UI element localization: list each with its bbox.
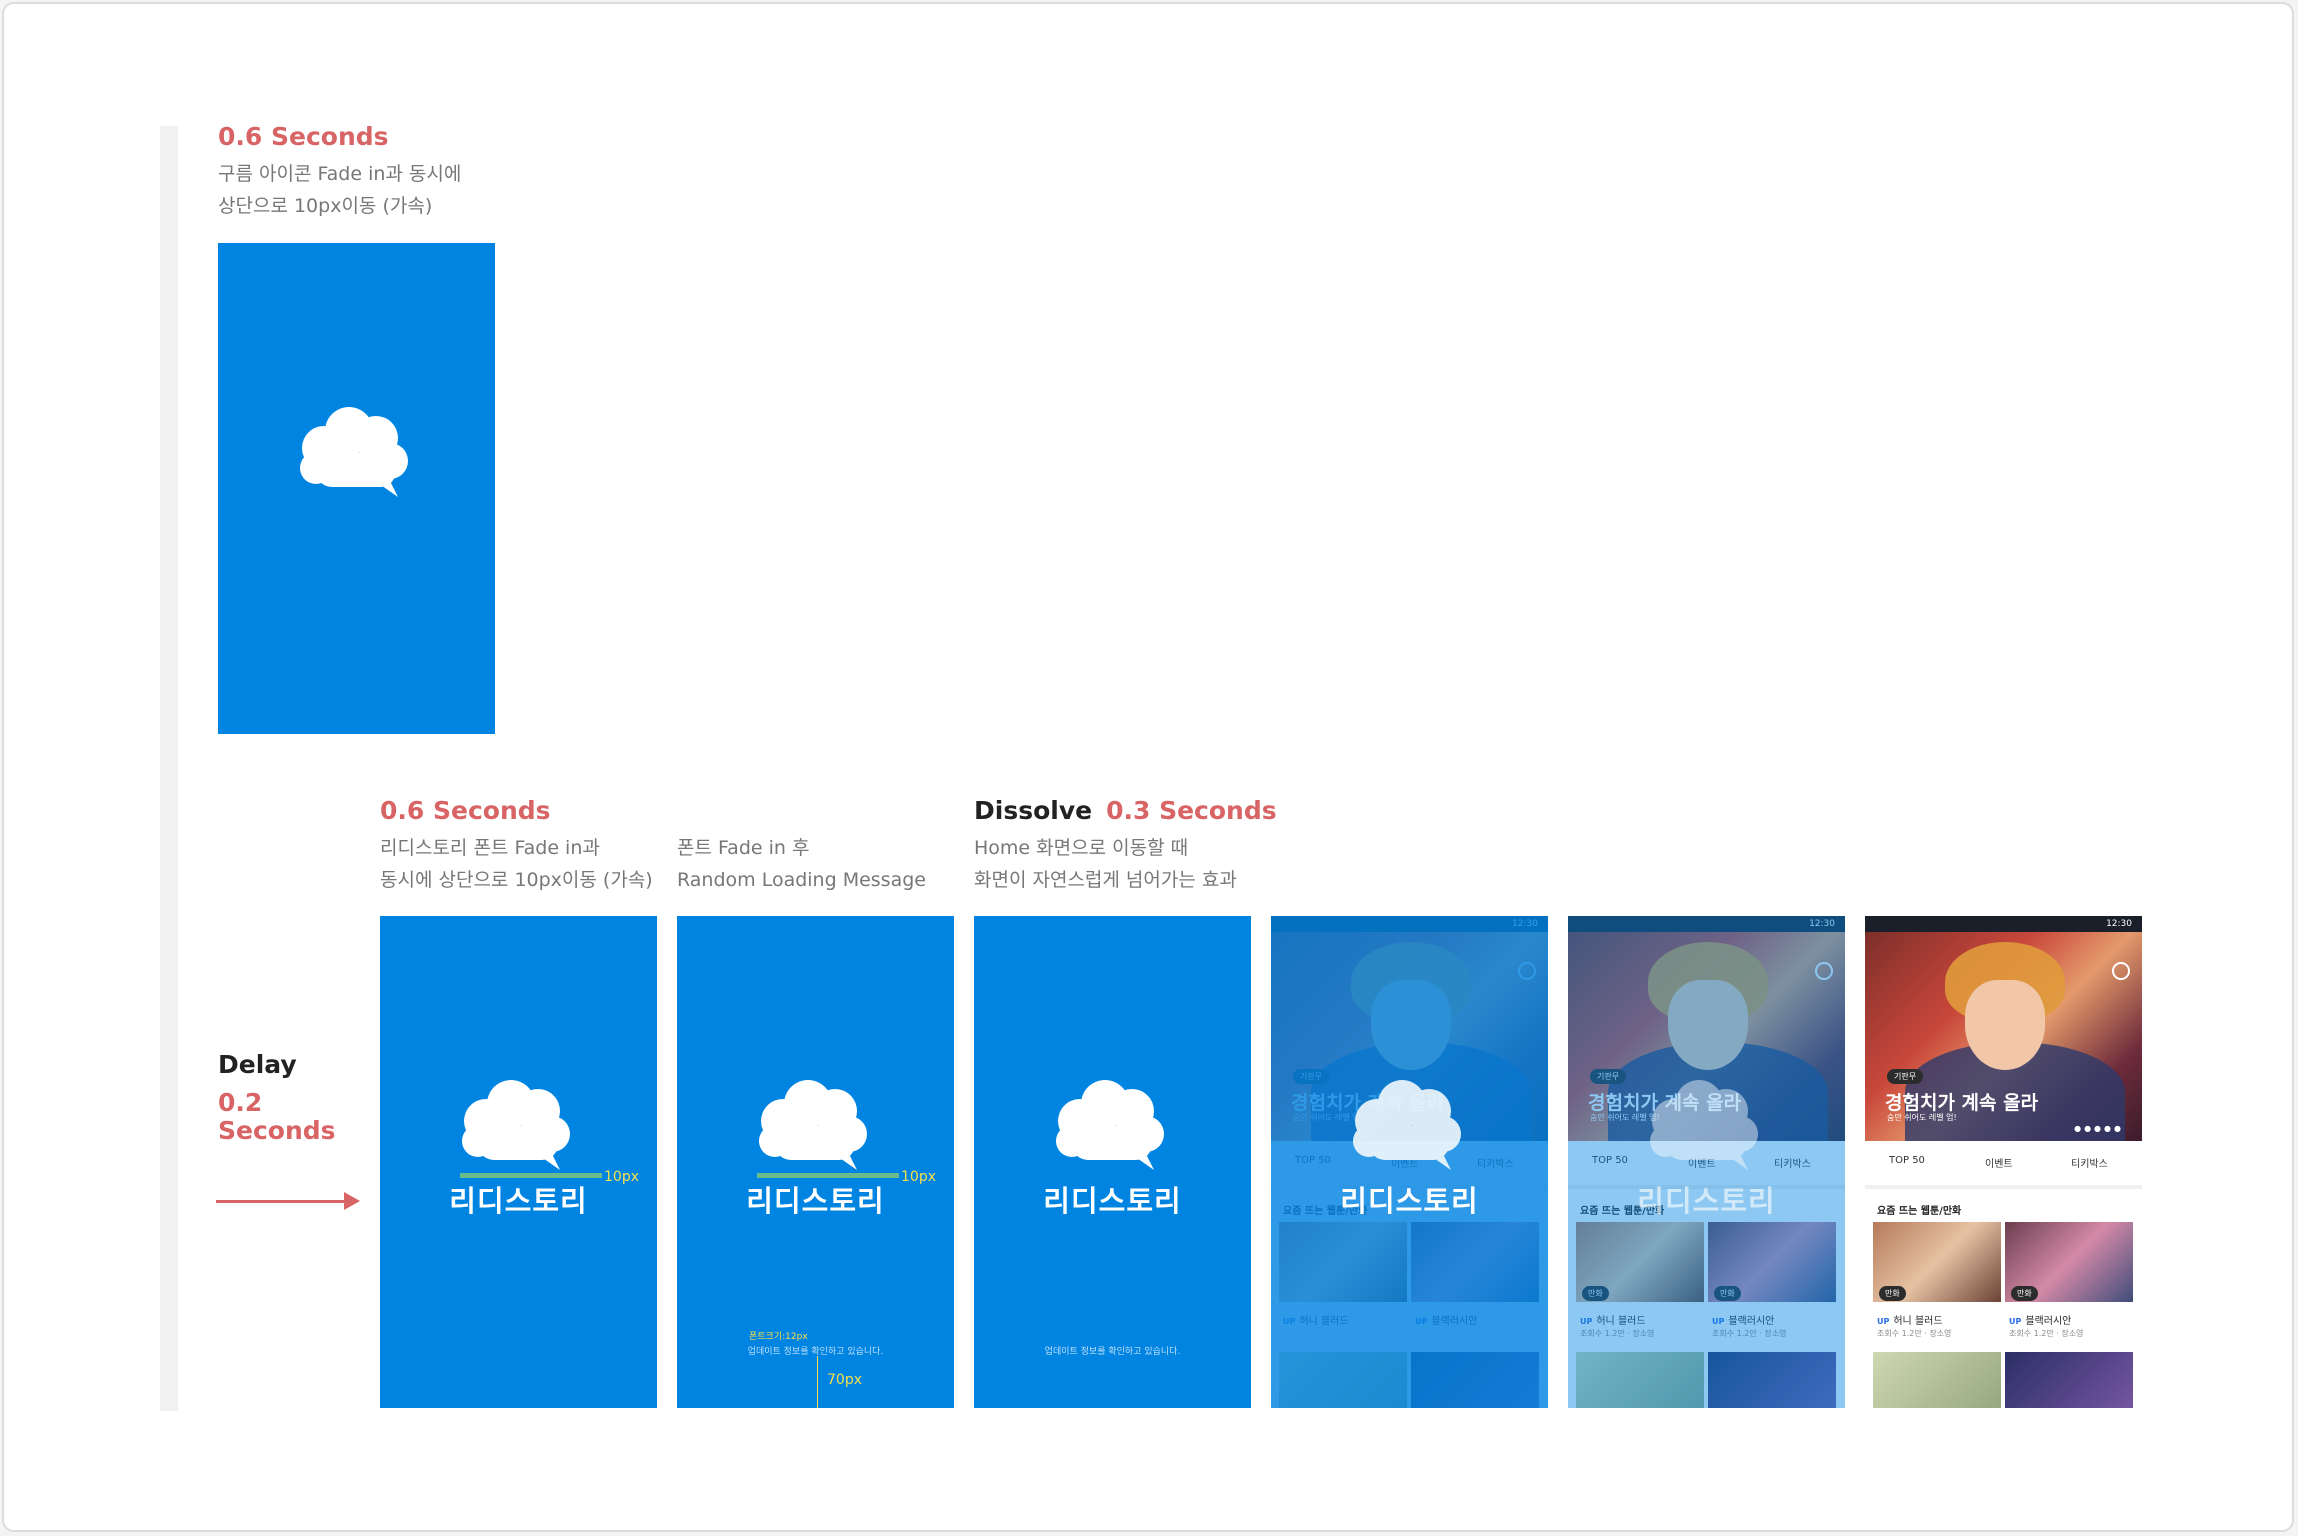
delay-value: 0.2	[218, 1088, 263, 1117]
offset-guide-line	[757, 1173, 899, 1178]
hero-banner: 기판무 경험치가 계속 올라 숨만 쉬어도 레벨 업!	[1568, 932, 1845, 1142]
status-bar: 12:30	[1568, 916, 1845, 932]
comic-meta: 조회수 1.2만 · 장소영	[1877, 1329, 1952, 1338]
splash-screen-logo: 10px 리디스토리	[380, 916, 657, 1408]
splash-screen-cloud	[218, 243, 495, 734]
banner-badge: 기판무	[1887, 1069, 1924, 1084]
banner-subline: 숨만 쉬어도 레벨 업!	[1887, 1113, 1957, 1122]
splash-screen-loading: 10px 리디스토리 폰트크기:12px 업데이트 정보를 확인하고 있습니다.…	[677, 916, 954, 1408]
logo-text: 리디스토리	[1637, 1184, 1776, 1218]
comic-thumbnail[interactable]	[1873, 1352, 2001, 1408]
banner-art	[1668, 980, 1748, 1070]
comic-meta: 조회수 1.2만 · 장소영	[2009, 1329, 2084, 1338]
home-screen-dissolve-1: 12:30 기판무 경험치가 계속 올라 숨만 쉬어도 레벨 업! TOP 50…	[1271, 916, 1548, 1408]
offset-guide-line	[460, 1173, 602, 1178]
section-title: 요즘 뜨는 웹툰/만화	[1877, 1206, 1962, 1217]
cloud-icon	[300, 407, 408, 497]
menu-item-event[interactable]: 이벤트	[1688, 1159, 1716, 1170]
banner-badge: 기판무	[1590, 1069, 1627, 1084]
offset-guide-label: 10px	[604, 1169, 639, 1185]
dissolve-overlay	[1271, 916, 1548, 1408]
arrow-right-icon	[344, 1192, 360, 1210]
step4-desc-line2: 화면이 자연스럽게 넘어가는 효과	[974, 869, 1237, 891]
cloud-icon	[462, 1080, 570, 1170]
category-tag: 만화	[1879, 1286, 1906, 1301]
menu-item-tikibox[interactable]: 티키박스	[1774, 1159, 1811, 1170]
carousel-dots: ●●●●●	[2074, 1124, 2124, 1133]
home-menu: TOP 50 이벤트 티키박스	[1865, 1141, 2142, 1189]
logo-text: 리디스토리	[1340, 1184, 1479, 1218]
step3-desc-line1: 폰트 Fade in 후	[677, 837, 810, 859]
step1-desc-line2: 상단으로 10px이동 (가속)	[218, 195, 433, 217]
distance-guide-line	[817, 1356, 818, 1408]
step2-title: 0.6 Seconds	[380, 796, 551, 825]
cloud-icon	[759, 1080, 867, 1170]
comic-meta: 조회수 1.2만 · 장소영	[1580, 1329, 1655, 1338]
step2-description: 리디스토리 폰트 Fade in과 동시에 상단으로 10px이동 (가속)	[380, 832, 653, 896]
delay-label: Delay	[218, 1050, 297, 1079]
comic-thumbnail[interactable]	[1708, 1352, 1836, 1408]
step1-desc-line1: 구름 아이콘 Fade in과 동시에	[218, 163, 462, 185]
step2-desc-line2: 동시에 상단으로 10px이동 (가속)	[380, 869, 653, 891]
menu-item-top50[interactable]: TOP 50	[1592, 1155, 1628, 1166]
delay-unit: Seconds	[218, 1116, 336, 1145]
home-screen-final: 12:30 기판무 경험치가 계속 올라 숨만 쉬어도 레벨 업! ●●●●● …	[1865, 916, 2142, 1408]
step2-desc-line1: 리디스토리 폰트 Fade in과	[380, 837, 600, 859]
cloud-icon	[1650, 1080, 1758, 1170]
distance-guide-label: 70px	[827, 1372, 862, 1388]
font-size-note: 폰트크기:12px	[749, 1332, 808, 1342]
home-screen-dissolve-2: 12:30 기판무 경험치가 계속 올라 숨만 쉬어도 레벨 업! TOP 50…	[1568, 916, 1845, 1408]
menu-item-top50[interactable]: TOP 50	[1889, 1155, 1925, 1166]
logo-text: 리디스토리	[1043, 1184, 1182, 1218]
banner-subline: 숨만 쉬어도 레벨 업!	[1590, 1113, 1660, 1122]
step3-description: 폰트 Fade in 후 Random Loading Message	[677, 832, 926, 896]
menu-item-tikibox[interactable]: 티키박스	[2071, 1159, 2108, 1170]
loading-message: 업데이트 정보를 확인하고 있습니다.	[1044, 1347, 1181, 1357]
step1-title: 0.6 Seconds	[218, 122, 389, 151]
cloud-icon	[1353, 1080, 1461, 1170]
banner-headline: 경험치가 계속 올라	[1885, 1092, 2039, 1114]
menu-item-event[interactable]: 이벤트	[1985, 1159, 2013, 1170]
category-tag: 만화	[1714, 1286, 1741, 1301]
search-icon[interactable]	[1815, 962, 1833, 980]
cloud-icon	[1056, 1080, 1164, 1170]
step3-desc-line2: Random Loading Message	[677, 869, 926, 891]
splash-screen-dissolve: 리디스토리 업데이트 정보를 확인하고 있습니다.	[974, 916, 1251, 1408]
logo-text: 리디스토리	[449, 1184, 588, 1218]
comic-thumbnail[interactable]	[2005, 1352, 2133, 1408]
search-icon[interactable]	[2112, 962, 2130, 980]
step1-description: 구름 아이콘 Fade in과 동시에 상단으로 10px이동 (가속)	[218, 158, 461, 222]
timeline-bar	[160, 126, 178, 1411]
dissolve-overlay	[1568, 916, 1845, 1408]
comic-thumbnail[interactable]	[1576, 1352, 1704, 1408]
banner-art	[1965, 980, 2045, 1070]
status-bar: 12:30	[1865, 916, 2142, 932]
category-tag: 만화	[1582, 1286, 1609, 1301]
home-menu: TOP 50 이벤트 티키박스	[1568, 1141, 1845, 1189]
step4-desc-line1: Home 화면으로 이동할 때	[974, 837, 1189, 859]
loading-message: 업데이트 정보를 확인하고 있습니다.	[747, 1347, 884, 1357]
arrow-line	[216, 1200, 352, 1203]
step4-description: Home 화면으로 이동할 때 화면이 자연스럽게 넘어가는 효과	[974, 832, 1237, 896]
category-tag: 만화	[2011, 1286, 2038, 1301]
logo-text: 리디스토리	[746, 1184, 885, 1218]
banner-headline: 경험치가 계속 올라	[1588, 1092, 1741, 1114]
hero-banner: 기판무 경험치가 계속 올라 숨만 쉬어도 레벨 업! ●●●●●	[1865, 932, 2142, 1142]
step1-duration: 0.6 Seconds	[218, 122, 389, 151]
section-title: 요즘 뜨는 웹툰/만화	[1580, 1206, 1665, 1217]
offset-guide-label: 10px	[901, 1169, 936, 1185]
comic-meta: 조회수 1.2만 · 장소영	[1712, 1329, 1787, 1338]
